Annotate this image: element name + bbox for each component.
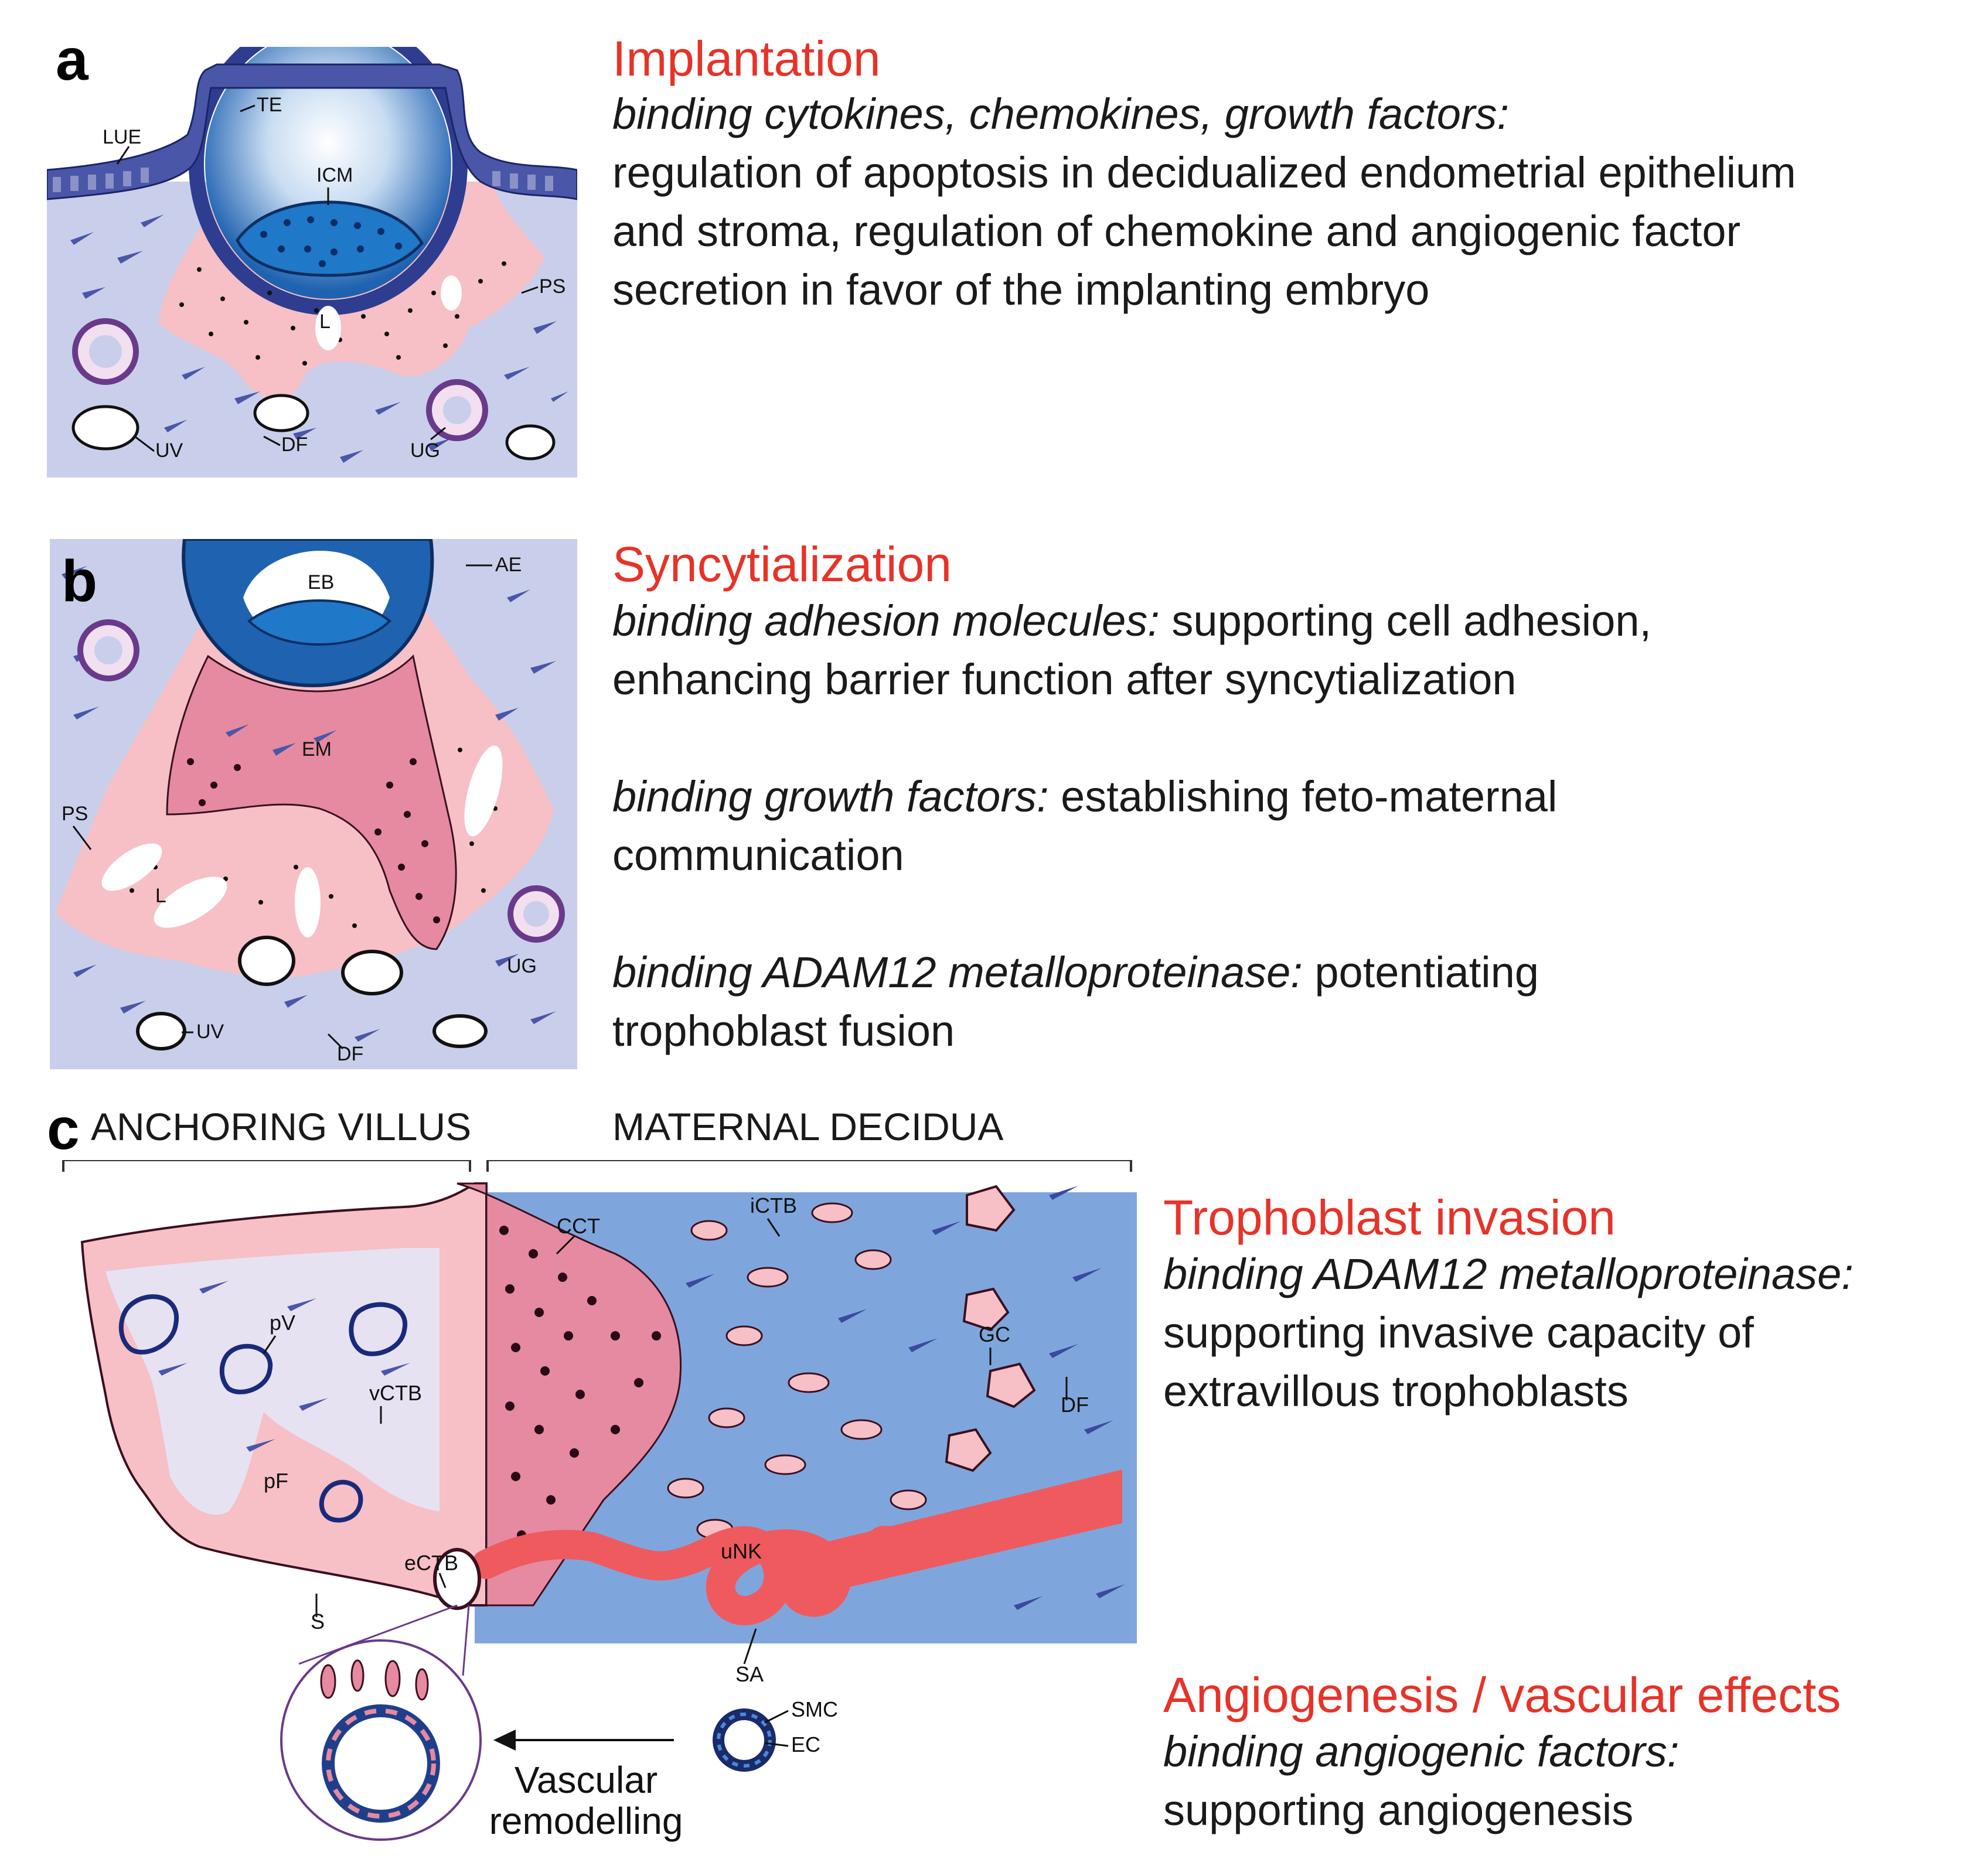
label-df: DF	[281, 434, 308, 456]
syncytialization-block-3-line-2: trophoblast fusion	[612, 1007, 955, 1055]
heading-trophoblast-invasion: Trophoblast invasion	[1163, 1190, 1616, 1245]
uterine-vessel-b	[136, 1012, 186, 1050]
label-lue: LUE	[103, 126, 141, 148]
label-unk: uNK	[721, 1539, 762, 1563]
label-ae: AE	[495, 554, 522, 576]
syncytialization-rest-3: potentiating	[1302, 948, 1539, 997]
luminal-uterine-epithelium	[47, 63, 577, 200]
label-ps: PS	[539, 275, 566, 298]
label-vctb: vCTB	[369, 1381, 422, 1405]
angiogenesis-lead-italic: binding angiogenic factors:	[1163, 1727, 1680, 1776]
panel-b-letter: b	[62, 548, 98, 614]
panel-c-illustration: Vascular remodelling CCT iCTB GC DF pV v…	[62, 1160, 1137, 1842]
implantation-lead: binding cytokines, chemokines, growth fa…	[612, 85, 1509, 144]
bracket-anchoring-villus	[62, 1160, 471, 1172]
heading-syncytialization: Syncytialization	[612, 537, 952, 592]
syncytialization-block-1-line-2: enhancing barrier function after syncyti…	[612, 655, 1517, 704]
syncytialization-rest-2: establishing feto-maternal	[1048, 772, 1558, 821]
syncytialization-block-1: binding adhesion molecules: supporting c…	[612, 592, 1651, 650]
label-df-c: DF	[1061, 1393, 1089, 1417]
uterine-vessel-a3	[505, 424, 556, 461]
giant-cell-2	[962, 1287, 1010, 1332]
syncytialization-lead-1: binding adhesion molecules:	[612, 596, 1160, 645]
embryoblast	[247, 599, 391, 646]
placental-vessel-1	[118, 1294, 179, 1355]
panel-a-illustration: TE LUE ICM PS L UV DF UG	[47, 47, 577, 477]
label-uv-b: UV	[196, 1021, 224, 1043]
angiogenesis-line-1: supporting angiogenesis	[1163, 1786, 1634, 1834]
lacuna-a	[315, 306, 341, 350]
endovascular-ctb-plug	[433, 1548, 481, 1610]
implantation-line-1: regulation of apoptosis in decidualized …	[612, 148, 1796, 197]
panel-c-letter: c	[47, 1096, 80, 1162]
label-ectb: eCTB	[404, 1551, 458, 1575]
syncytialization-lead-3: binding ADAM12 metalloproteinase:	[612, 948, 1303, 997]
syncytialization-block-3: binding ADAM12 metalloproteinase: potent…	[612, 943, 1539, 1002]
label-l-b: L	[155, 885, 166, 907]
label-ps-b: PS	[62, 803, 88, 825]
label-l: L	[319, 311, 331, 333]
placental-vessel-3	[349, 1302, 408, 1356]
implantation-line-2: and stroma, regulation of chemokine and …	[612, 207, 1741, 255]
label-uv: UV	[155, 439, 183, 462]
giant-cell-3	[986, 1362, 1036, 1408]
label-pv: pV	[270, 1311, 295, 1335]
label-smc: SMC	[791, 1697, 838, 1721]
invasion-line-1: supporting invasive capacity of	[1163, 1308, 1754, 1357]
implantation-line-3: secretion in favor of the implanting emb…	[612, 265, 1430, 314]
arrow-label-remodelling: remodelling	[489, 1800, 683, 1842]
label-em: EM	[302, 738, 332, 760]
placental-vessel-2	[219, 1343, 273, 1394]
invasion-lead-italic: binding ADAM12 metalloproteinase:	[1163, 1250, 1854, 1298]
label-pf: pF	[264, 1469, 288, 1493]
syncytialization-block-2-line-2: communication	[612, 831, 904, 879]
label-eb: EB	[308, 571, 334, 594]
panel-b-illustration: AE EB EM PS L UG UV DF	[50, 539, 577, 1069]
label-ec: EC	[791, 1732, 820, 1756]
label-cct: CCT	[557, 1214, 600, 1238]
syncytialization-block-2: binding growth factors: establishing fet…	[612, 768, 1557, 826]
label-icm: ICM	[316, 164, 353, 186]
heading-implantation: Implantation	[612, 31, 881, 86]
label-te: TE	[257, 94, 282, 116]
label-sa: SA	[735, 1662, 764, 1686]
label-ictb: iCTB	[750, 1193, 797, 1217]
syncytialization-lead-2: binding growth factors:	[612, 772, 1049, 821]
bracket-maternal-decidua	[486, 1160, 1132, 1172]
invasion-lead: binding ADAM12 metalloproteinase:	[1163, 1245, 1854, 1304]
giant-cell-1	[966, 1185, 1016, 1232]
label-s: S	[311, 1609, 325, 1633]
label-ug-b: UG	[507, 955, 537, 977]
invasion-line-2: extravillous trophoblasts	[1163, 1367, 1629, 1415]
label-gc: GC	[979, 1322, 1010, 1346]
implantation-lead-italic: binding cytokines, chemokines, growth fa…	[612, 90, 1510, 138]
section-anchoring-villus: ANCHORING VILLUS	[91, 1105, 472, 1148]
inner-cell-mass	[236, 200, 424, 277]
uterine-vessel-a1	[71, 405, 139, 451]
syncytialization-rest-1: supporting cell adhesion,	[1159, 596, 1652, 645]
panel-a-letter: a	[56, 27, 88, 93]
placental-vessel-4	[319, 1479, 363, 1523]
spiral-artery	[472, 1469, 1122, 1626]
angiogenesis-lead: binding angiogenic factors:	[1163, 1722, 1679, 1781]
section-maternal-decidua: MATERNAL DECIDUA	[612, 1105, 1004, 1148]
uterine-vessel-a2	[253, 394, 309, 432]
giant-cell-4	[945, 1428, 992, 1472]
heading-angiogenesis: Angiogenesis / vascular effects	[1163, 1667, 1841, 1722]
arrow-label-vascular: Vascular	[515, 1759, 658, 1801]
label-ug: UG	[410, 439, 440, 462]
